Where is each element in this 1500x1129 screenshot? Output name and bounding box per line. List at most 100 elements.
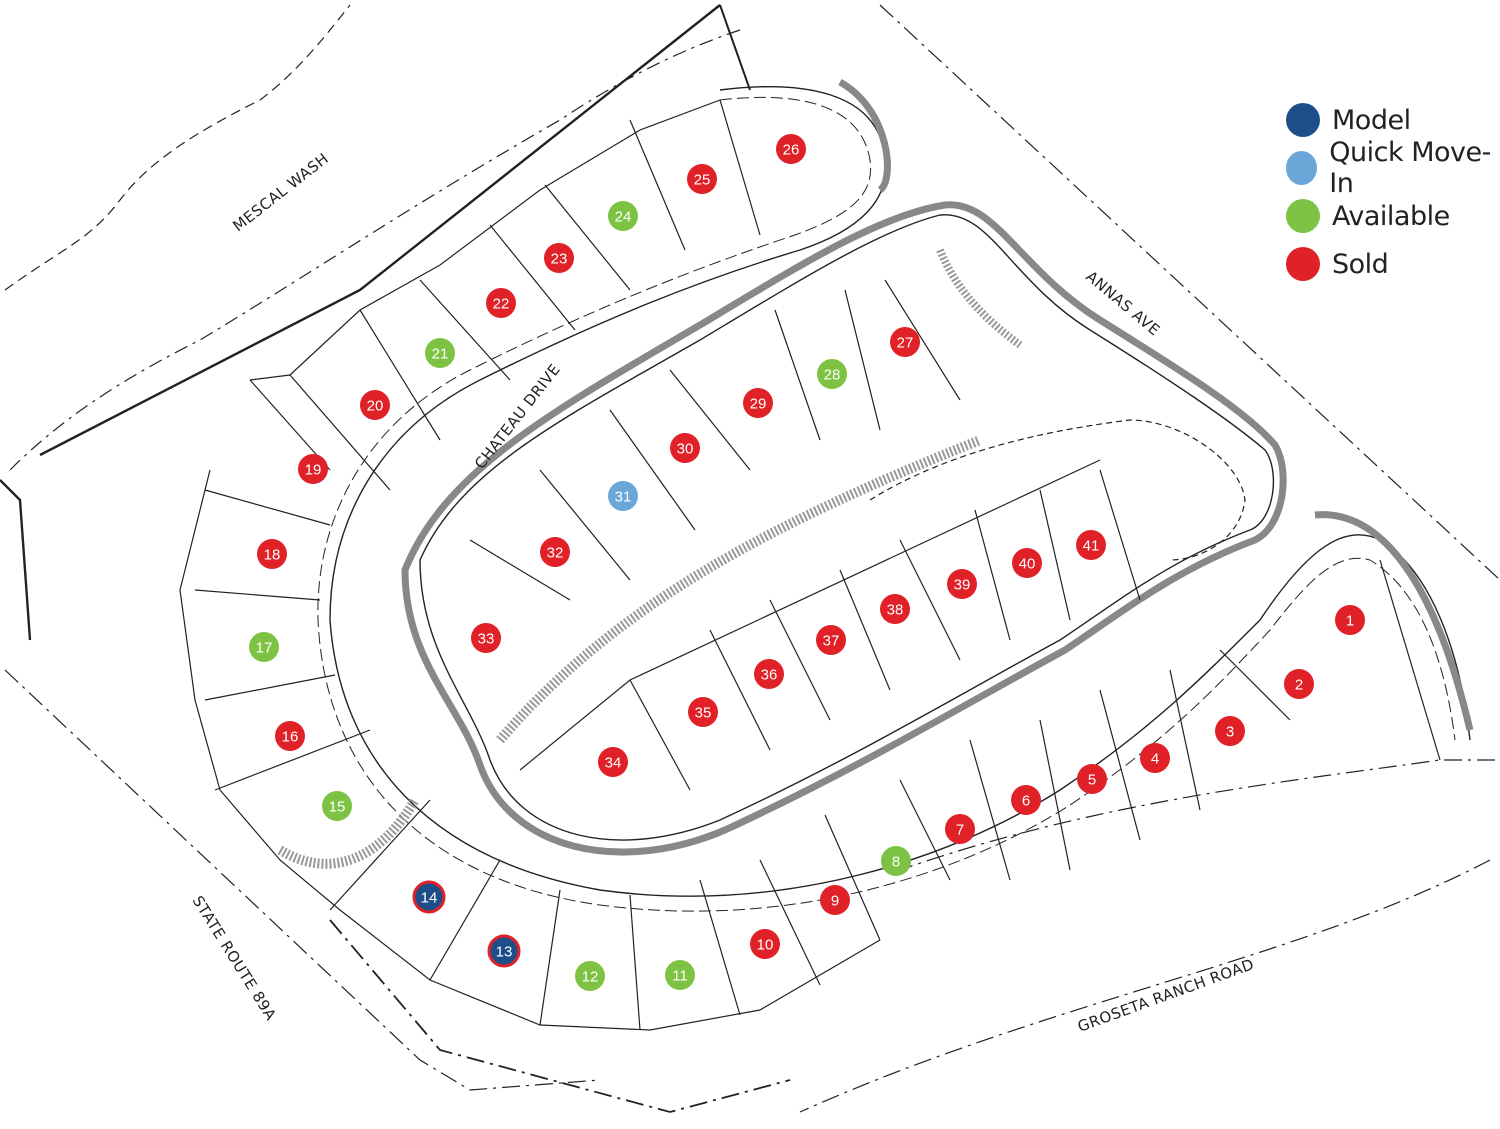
lot-7[interactable]: 7 xyxy=(945,814,975,844)
lot-23-marker xyxy=(544,243,574,273)
lot-13-number: 13 xyxy=(496,944,513,961)
lot-21-number: 21 xyxy=(432,346,449,363)
lot-10[interactable]: 10 xyxy=(750,929,780,959)
lot-18[interactable]: 18 xyxy=(257,539,287,569)
lot-17-marker xyxy=(249,632,279,662)
legend-dot-sold xyxy=(1286,247,1320,281)
lot-41[interactable]: 41 xyxy=(1076,530,1106,560)
lot-34[interactable]: 34 xyxy=(598,747,628,777)
lot-14-number: 14 xyxy=(421,890,438,907)
lot-17[interactable]: 17 xyxy=(249,632,279,662)
lot-26-marker xyxy=(776,134,806,164)
lot-27-number: 27 xyxy=(897,335,914,352)
lot-22[interactable]: 22 xyxy=(486,288,516,318)
lot-28[interactable]: 28 xyxy=(817,359,847,389)
lot-40[interactable]: 40 xyxy=(1012,548,1042,578)
lot-32-number: 32 xyxy=(547,545,564,562)
lot-16[interactable]: 16 xyxy=(275,721,305,751)
lot-35[interactable]: 35 xyxy=(688,697,718,727)
legend-dot-quick-move-in xyxy=(1286,151,1318,185)
lot-35-number: 35 xyxy=(695,705,712,722)
legend-dot-model xyxy=(1286,103,1320,137)
lot-37[interactable]: 37 xyxy=(816,625,846,655)
lot-39[interactable]: 39 xyxy=(947,569,977,599)
lot-18-marker xyxy=(257,539,287,569)
lot-19[interactable]: 19 xyxy=(298,454,328,484)
legend-item-model[interactable]: Model xyxy=(1286,96,1500,144)
lot-33-marker xyxy=(471,623,501,653)
lot-8-number: 8 xyxy=(892,854,900,871)
lot-5[interactable]: 5 xyxy=(1077,764,1107,794)
lot-14-marker xyxy=(412,880,446,914)
lot-30[interactable]: 30 xyxy=(670,433,700,463)
lot-36[interactable]: 36 xyxy=(754,659,784,689)
lot-25-number: 25 xyxy=(694,172,711,189)
legend-item-quick-move-in[interactable]: Quick Move-In xyxy=(1286,137,1500,199)
lot-12[interactable]: 12 xyxy=(575,961,605,991)
lot-13[interactable]: 13 xyxy=(487,934,521,968)
lot-37-marker xyxy=(816,625,846,655)
lot-21[interactable]: 21 xyxy=(425,338,455,368)
road-label-annas-ave: ANNAS AVE xyxy=(1082,267,1163,339)
lot-36-number: 36 xyxy=(761,667,778,684)
lot-25-marker xyxy=(687,164,717,194)
lot-15-number: 15 xyxy=(329,799,346,816)
lot-2-marker xyxy=(1284,669,1314,699)
lot-21-marker xyxy=(425,338,455,368)
lot-1[interactable]: 1 xyxy=(1335,605,1365,635)
lot-24[interactable]: 24 xyxy=(608,201,638,231)
lot-38[interactable]: 38 xyxy=(880,594,910,624)
lot-31[interactable]: 31 xyxy=(608,481,638,511)
lot-33[interactable]: 33 xyxy=(471,623,501,653)
legend-item-available[interactable]: Available xyxy=(1286,192,1500,240)
lot-20-number: 20 xyxy=(367,398,384,415)
legend-label-available: Available xyxy=(1332,200,1450,232)
lot-7-marker xyxy=(945,814,975,844)
lot-8[interactable]: 8 xyxy=(881,846,911,876)
lot-4[interactable]: 4 xyxy=(1140,743,1170,773)
lot-14[interactable]: 14 xyxy=(412,880,446,914)
lot-39-marker xyxy=(947,569,977,599)
lot-32[interactable]: 32 xyxy=(540,537,570,567)
lot-23[interactable]: 23 xyxy=(544,243,574,273)
lot-3-marker xyxy=(1215,716,1245,746)
lot-13-marker xyxy=(487,934,521,968)
lot-6[interactable]: 6 xyxy=(1011,785,1041,815)
lot-11[interactable]: 11 xyxy=(665,960,695,990)
road-label-state-route-89a: STATE ROUTE 89A xyxy=(189,893,280,1024)
lot-26-number: 26 xyxy=(783,142,800,159)
lot-15[interactable]: 15 xyxy=(322,791,352,821)
lot-24-marker xyxy=(608,201,638,231)
status-legend: Model Quick Move-In Available Sold xyxy=(1286,96,1500,288)
lot-4-number: 4 xyxy=(1151,751,1159,768)
lot-27[interactable]: 27 xyxy=(890,327,920,357)
lot-markers: 1234567891011121314151617181920212223242… xyxy=(249,134,1365,991)
lot-39-number: 39 xyxy=(954,577,971,594)
lot-10-marker xyxy=(750,929,780,959)
lot-12-number: 12 xyxy=(582,969,599,986)
lot-9-marker xyxy=(820,885,850,915)
lot-9[interactable]: 9 xyxy=(820,885,850,915)
lot-20-marker xyxy=(360,390,390,420)
lot-22-number: 22 xyxy=(493,296,510,313)
lot-29[interactable]: 29 xyxy=(743,388,773,418)
lot-1-marker xyxy=(1335,605,1365,635)
lot-18-number: 18 xyxy=(264,547,281,564)
lot-1-number: 1 xyxy=(1346,613,1354,630)
lot-36-marker xyxy=(754,659,784,689)
lot-20[interactable]: 20 xyxy=(360,390,390,420)
lot-24-number: 24 xyxy=(615,209,632,226)
lot-34-marker xyxy=(598,747,628,777)
road-label-groseta-ranch-road: GROSETA RANCH ROAD xyxy=(1075,955,1256,1036)
lot-41-marker xyxy=(1076,530,1106,560)
lot-19-number: 19 xyxy=(305,462,322,479)
lot-10-number: 10 xyxy=(757,937,774,954)
lot-26[interactable]: 26 xyxy=(776,134,806,164)
lot-3[interactable]: 3 xyxy=(1215,716,1245,746)
lot-2[interactable]: 2 xyxy=(1284,669,1314,699)
legend-item-sold[interactable]: Sold xyxy=(1286,240,1500,288)
lot-25[interactable]: 25 xyxy=(687,164,717,194)
legend-dot-available xyxy=(1286,199,1320,233)
lot-23-number: 23 xyxy=(551,251,568,268)
lot-37-number: 37 xyxy=(823,633,840,650)
